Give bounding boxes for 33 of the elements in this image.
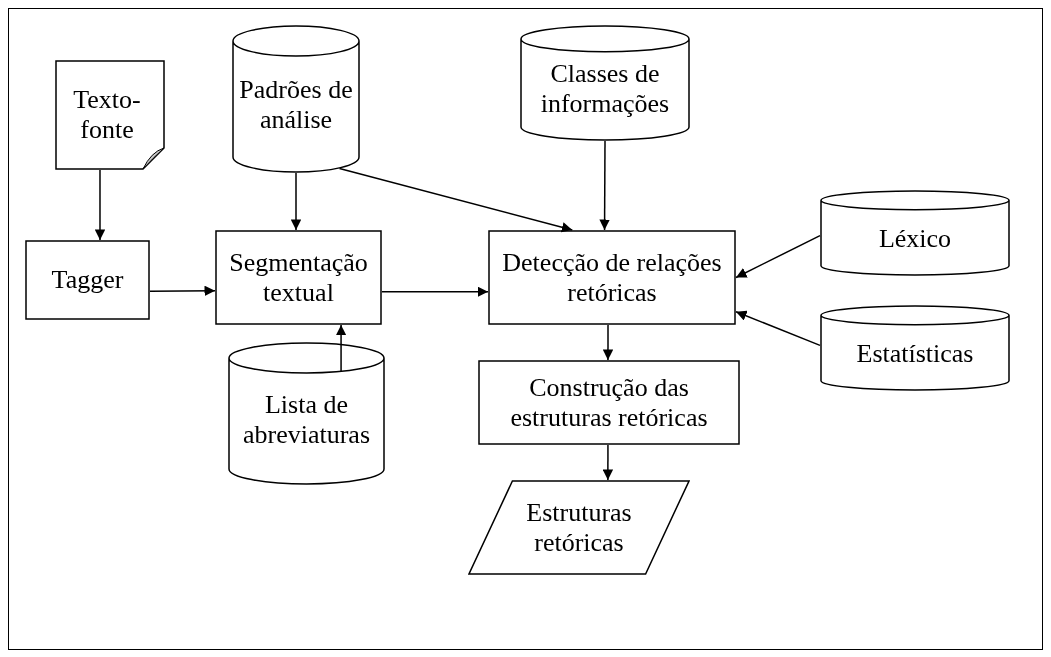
arrow (602, 444, 614, 481)
arrow (735, 234, 821, 279)
output-parallelogram (468, 480, 690, 575)
database-cylinder (820, 190, 1010, 276)
arrow (338, 167, 574, 233)
arrow (94, 169, 106, 241)
database-cylinder (820, 305, 1010, 391)
arrow (335, 324, 347, 373)
node-label: Tagger (51, 265, 124, 295)
node-label: Estatísticas (856, 339, 974, 369)
node-label: Léxico (878, 224, 952, 254)
node-label: Estruturas retóricas (525, 497, 633, 558)
database-cylinder (520, 25, 690, 141)
node-label: Lista de abreviaturas (241, 389, 371, 450)
process-box (478, 360, 740, 445)
node-label: Construção das estruturas retóricas (509, 372, 709, 433)
arrow (290, 172, 302, 231)
arrow (735, 310, 821, 347)
arrow (381, 286, 489, 297)
node-label: Texto-fonte (72, 85, 142, 145)
process-box (488, 230, 736, 325)
document-shape (55, 60, 165, 170)
process-box (25, 240, 150, 320)
process-box (215, 230, 382, 325)
database-cylinder (228, 342, 385, 485)
database-cylinder (232, 25, 360, 173)
node-label: Classes de informações (539, 59, 671, 119)
arrow (599, 140, 610, 231)
arrow (149, 285, 216, 297)
arrow (602, 324, 614, 361)
node-label: Detecção de relações retóricas (501, 247, 723, 308)
node-label: Padrões de análise (238, 75, 354, 135)
node-label: Segmentação textual (228, 247, 369, 308)
